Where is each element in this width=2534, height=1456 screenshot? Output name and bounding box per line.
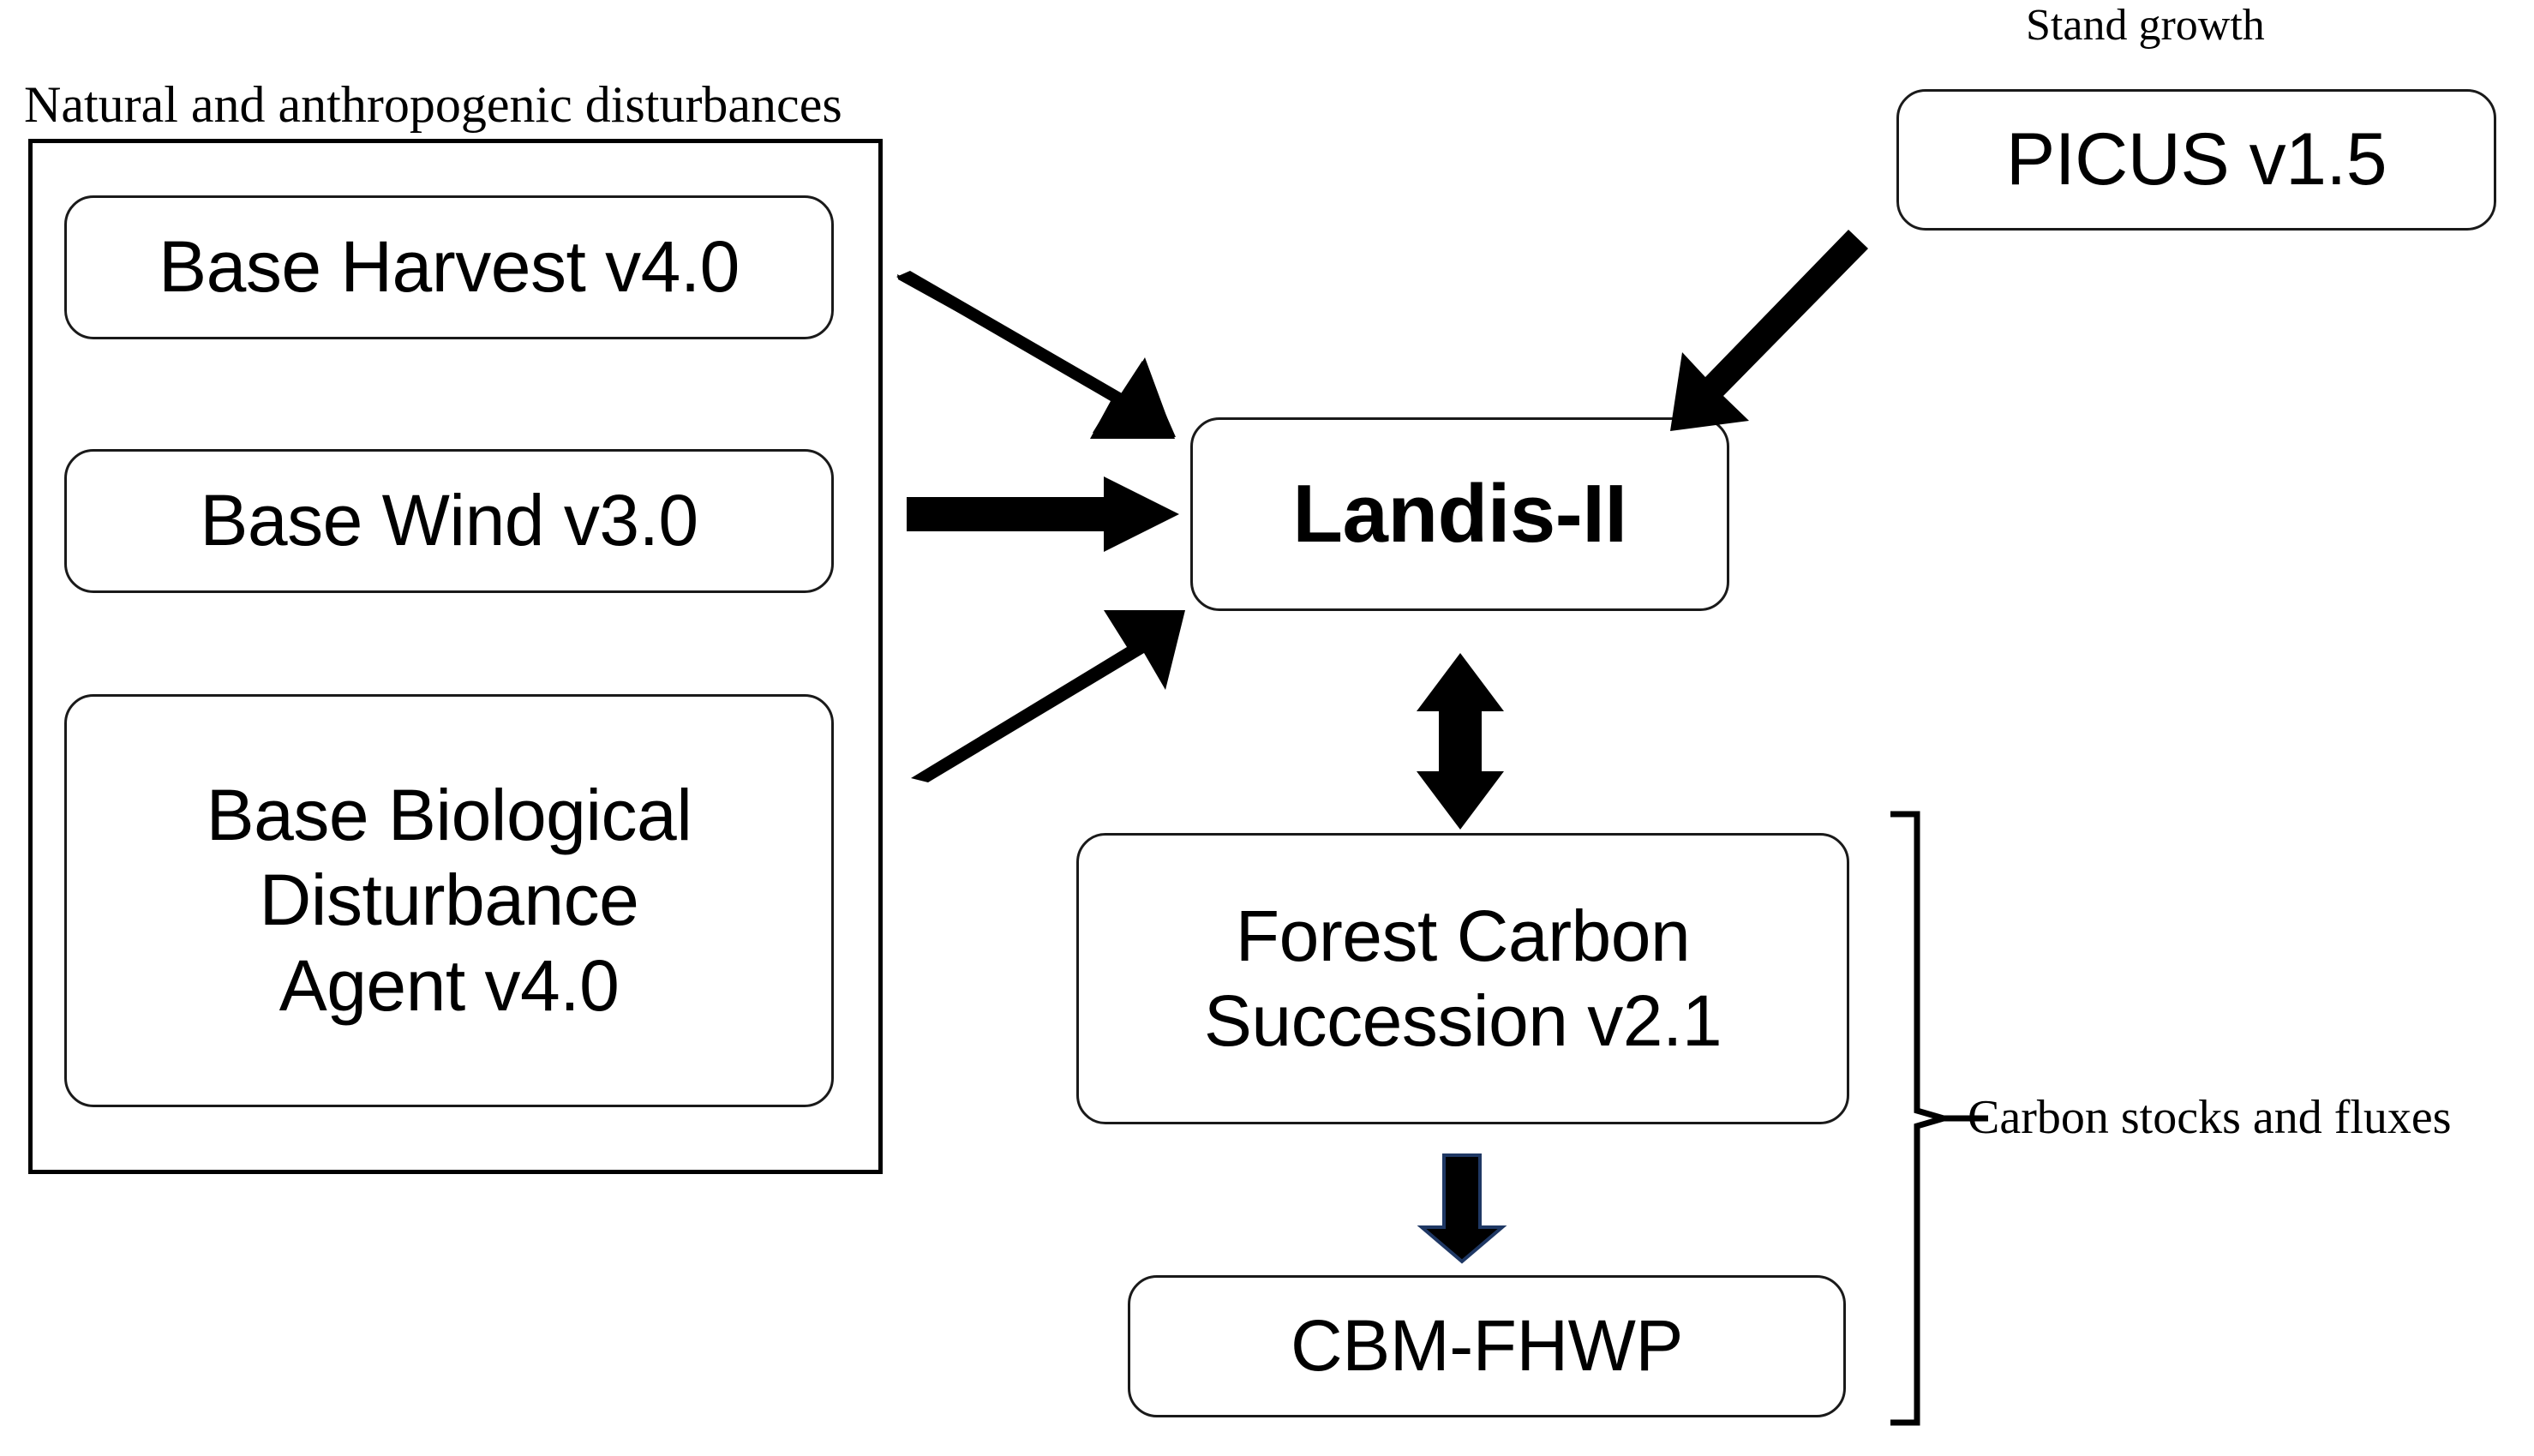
node-base-bda-line-3: Agent v4.0 (279, 944, 620, 1026)
caption-disturbances: Natural and anthropogenic disturbances (24, 76, 842, 133)
node-forest-carbon-succession[interactable]: Forest Carbon Succession v2.1 (1076, 833, 1849, 1124)
node-base-bda-line-2: Disturbance (259, 860, 639, 941)
node-cbm-fhwp[interactable]: CBM-FHWP (1128, 1275, 1846, 1417)
node-base-wind[interactable]: Base Wind v3.0 (64, 449, 834, 593)
arrow-base-harvest-to-landis (896, 271, 1176, 439)
arrow-forest-carbon-to-cbm (1417, 1153, 1507, 1264)
node-base-harvest[interactable]: Base Harvest v4.0 (64, 195, 834, 339)
caption-carbon-stocks-and-fluxes: Carbon stocks and fluxes (1968, 1091, 2452, 1144)
node-fcs-line-2: Succession v2.1 (1203, 980, 1722, 1061)
node-picus[interactable]: PICUS v1.5 (1896, 89, 2496, 231)
arrow-base-wind-to-landis (907, 476, 1179, 552)
disturbance-group-container (28, 139, 883, 1174)
node-base-bda-line-1: Base Biological (206, 775, 692, 856)
node-fcs-line-1: Forest Carbon (1235, 895, 1691, 976)
arrow-picus-to-landis (1670, 230, 1868, 431)
arrow-landis-to-forest-carbon-double (1417, 653, 1504, 830)
node-landis-ii[interactable]: Landis-II (1190, 417, 1729, 611)
node-base-biological-disturbance-agent[interactable]: Base Biological Disturbance Agent v4.0 (64, 694, 834, 1107)
arrow-base-bda-to-landis (911, 610, 1185, 782)
caption-stand-growth: Stand growth (2026, 1, 2265, 50)
